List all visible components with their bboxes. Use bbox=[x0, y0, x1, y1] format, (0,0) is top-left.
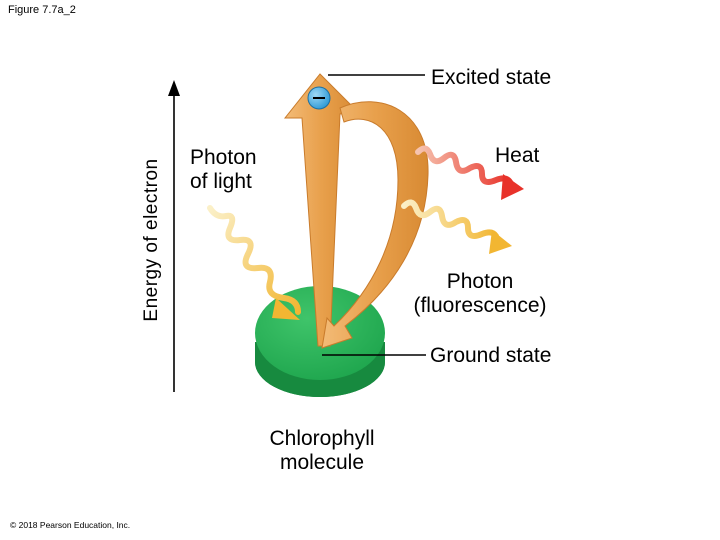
figure-label: Figure 7.7a_2 bbox=[8, 4, 76, 17]
heat-label: Heat bbox=[495, 144, 539, 168]
excited-state-label: Excited state bbox=[431, 66, 551, 90]
fluorescence-arrow bbox=[404, 202, 512, 254]
ground-state-label: Ground state bbox=[430, 344, 551, 368]
copyright: © 2018 Pearson Education, Inc. bbox=[10, 521, 130, 531]
chlorophyll-label: Chlorophyll molecule bbox=[234, 427, 410, 475]
energy-axis bbox=[168, 80, 180, 392]
electron bbox=[308, 87, 330, 109]
photon-of-light-label: Photon of light bbox=[190, 146, 257, 194]
axis-arrowhead-icon bbox=[168, 80, 180, 96]
energy-axis-label-text: Energy of electron bbox=[141, 158, 163, 321]
fluorescence-label: Photon (fluorescence) bbox=[395, 270, 565, 318]
